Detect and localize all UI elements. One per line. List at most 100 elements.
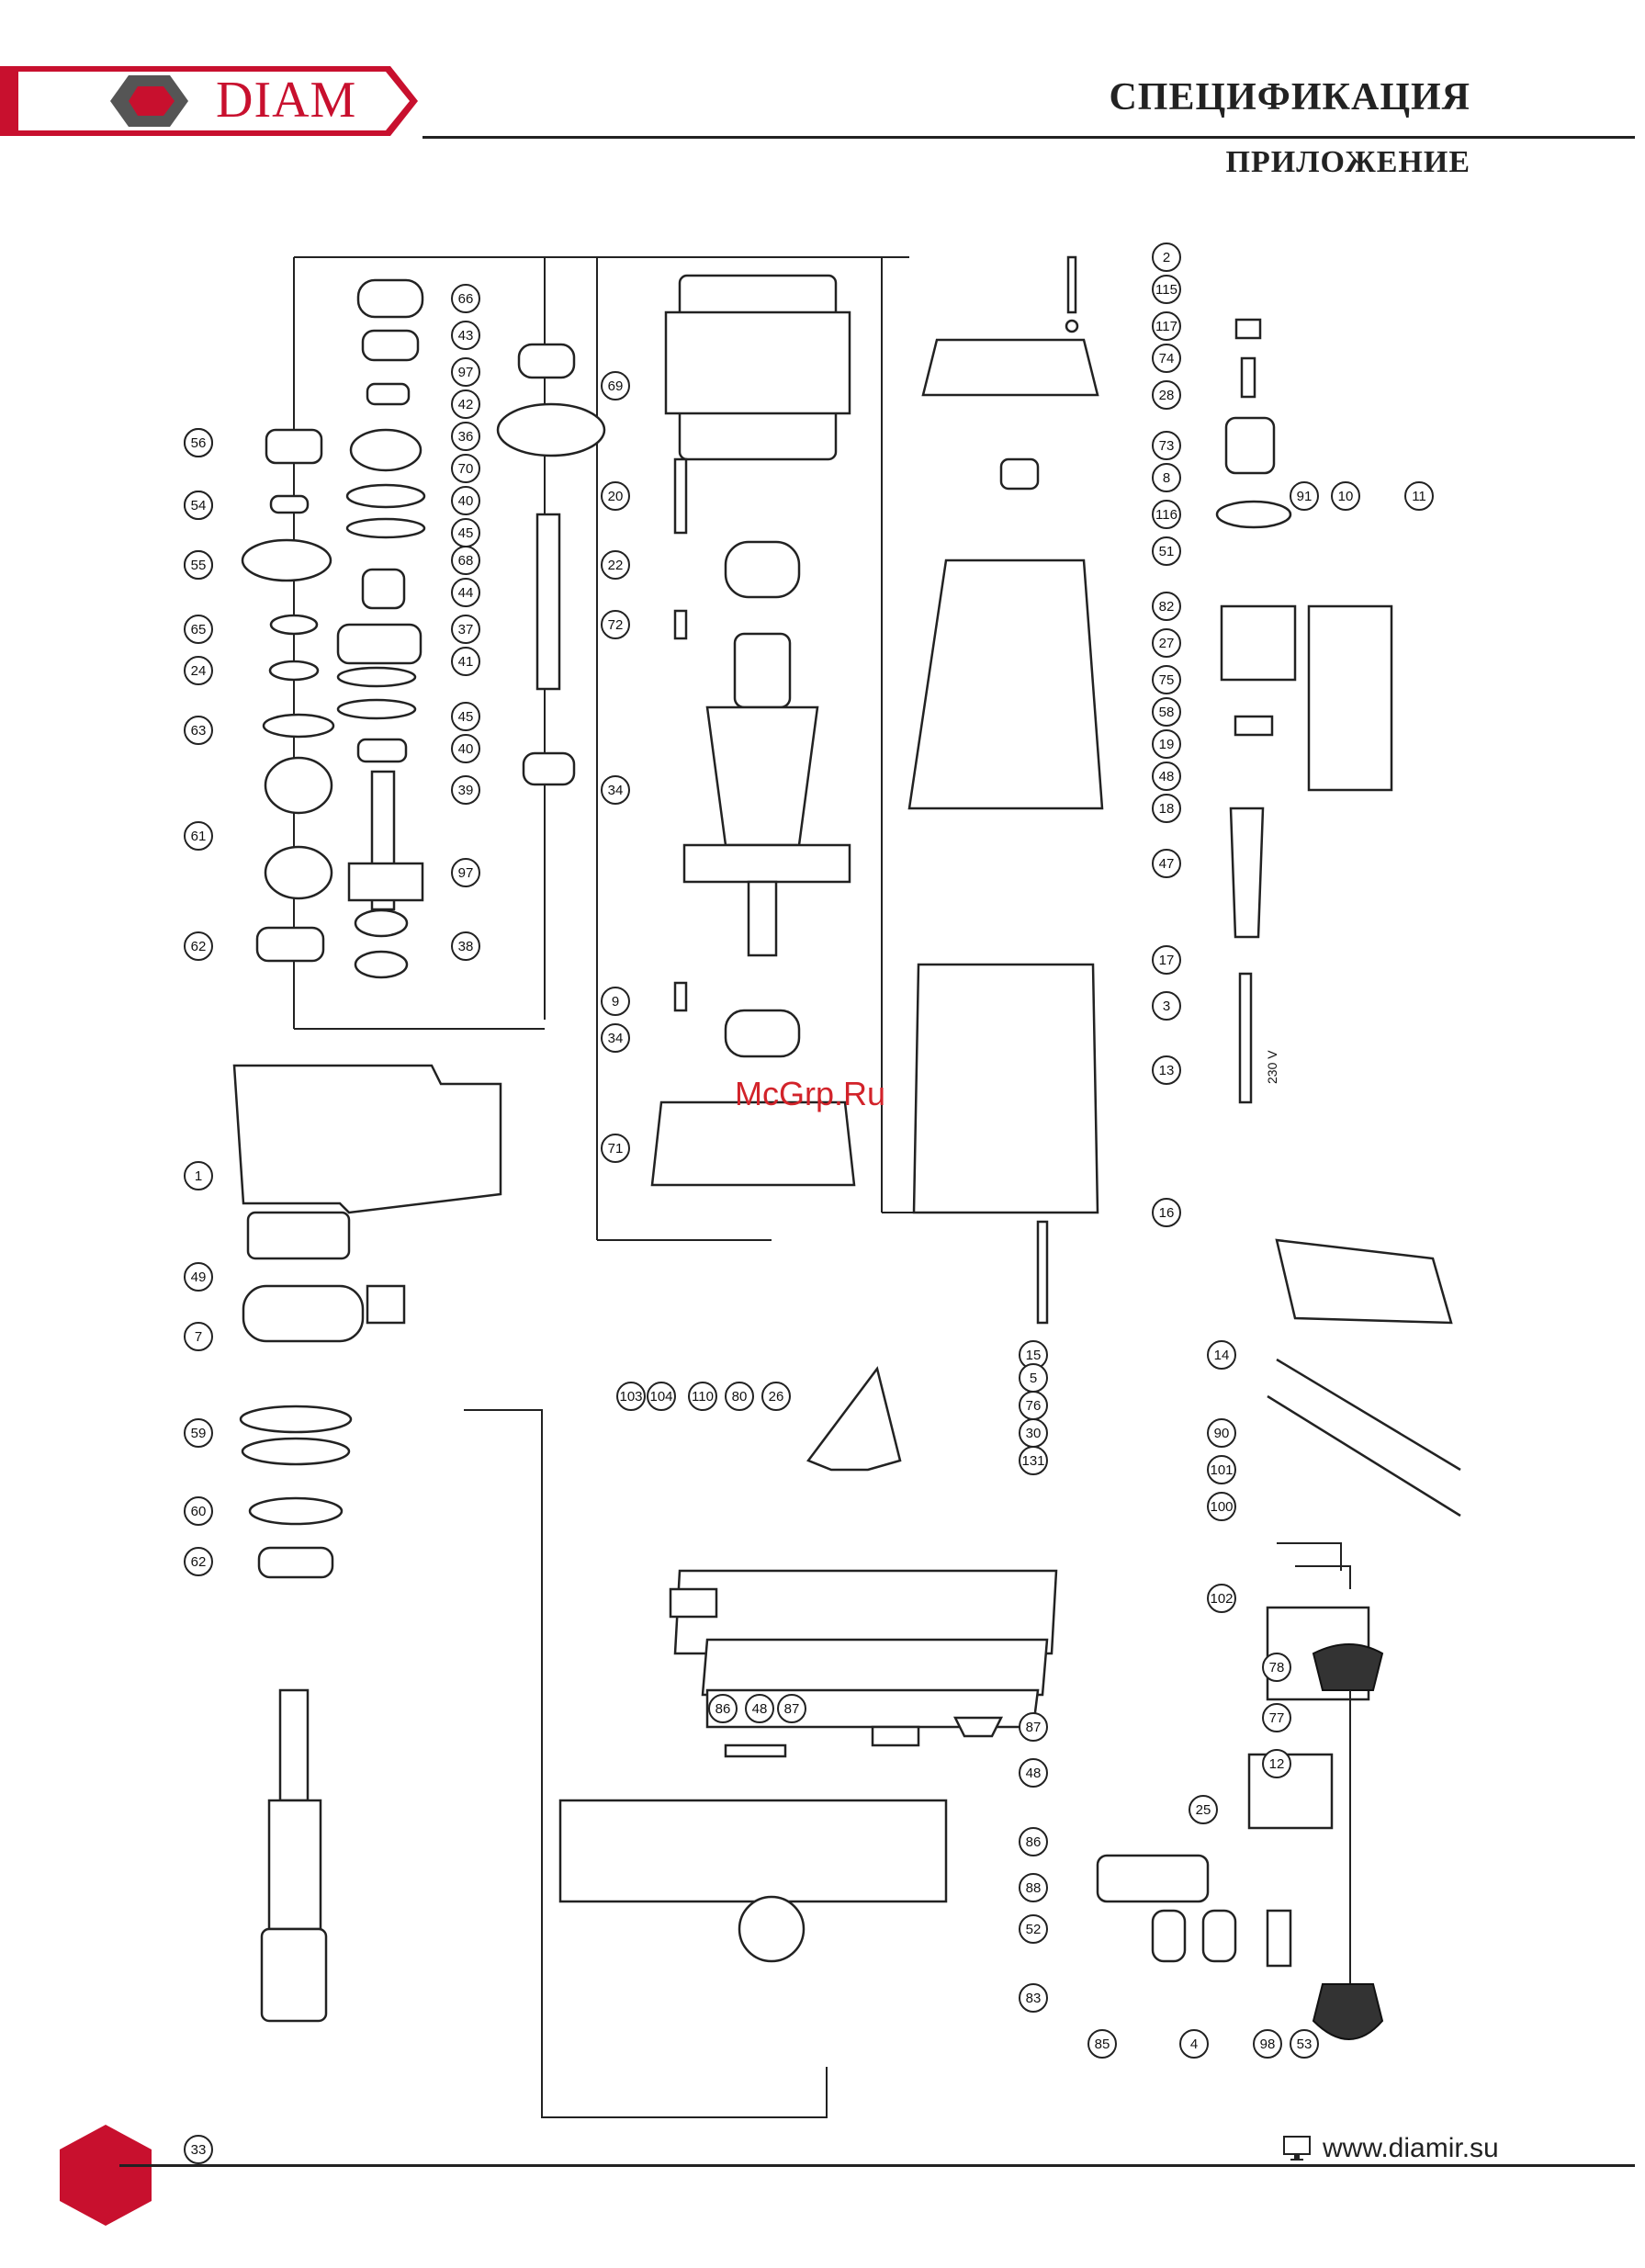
callout-circle <box>1152 431 1181 460</box>
callout-label: 1 <box>195 1168 202 1184</box>
callout-label: 49 <box>191 1269 207 1285</box>
callout-label: 27 <box>1159 636 1175 651</box>
callout-label: 117 <box>1155 319 1177 334</box>
callout-circle <box>184 428 213 457</box>
callout-label: 15 <box>1026 1348 1042 1363</box>
page-header: DIAM СПЕЦИФИКАЦИЯ ПРИЛОЖЕНИЕ <box>0 0 1645 202</box>
callout-label: 14 <box>1214 1348 1230 1363</box>
callout-label: 53 <box>1297 2037 1313 2052</box>
callout-circle <box>761 1382 791 1411</box>
callout-circle <box>1019 1827 1048 1856</box>
callout-circle <box>451 357 480 387</box>
callout-circle <box>1152 697 1181 727</box>
callout-label: 116 <box>1155 507 1177 523</box>
callout-label: 65 <box>191 622 207 638</box>
callout-label: 62 <box>191 939 207 954</box>
callout-label: 44 <box>458 585 474 601</box>
callout-circle <box>1152 1055 1181 1085</box>
callout-label: 38 <box>458 939 474 954</box>
callout-label: 36 <box>458 429 474 445</box>
callout-circle <box>1152 665 1181 694</box>
callout-label: 48 <box>752 1701 768 1717</box>
callout-circle <box>1152 762 1181 791</box>
callout-label: 48 <box>1159 769 1175 784</box>
callout-circle <box>1019 1983 1048 2013</box>
callout-circle <box>601 775 630 805</box>
callout-circle <box>1152 794 1181 823</box>
callout-circle <box>1207 1418 1236 1448</box>
callout-label: 100 <box>1210 1499 1233 1515</box>
callout-circle <box>184 1418 213 1448</box>
callout-label: 55 <box>191 558 207 573</box>
callout-circle <box>184 491 213 520</box>
callout-label: 87 <box>784 1701 800 1717</box>
callout-circle <box>451 702 480 731</box>
callout-circle <box>451 858 480 887</box>
footer-url[interactable]: www.diamir.su <box>1323 2133 1499 2163</box>
callout-label: 47 <box>1159 856 1175 872</box>
monitor-icon <box>1283 2136 1311 2161</box>
callout-circle <box>1019 1873 1048 1902</box>
callout-circle <box>1262 1749 1291 1778</box>
callout-circle <box>601 371 630 401</box>
callout-circle <box>708 1694 738 1723</box>
gearbox-housing <box>232 1064 502 2023</box>
header-rule <box>423 136 1635 139</box>
callout-circle <box>1207 1340 1236 1370</box>
motor-housing <box>907 255 1461 1701</box>
callout-label: 54 <box>191 498 207 513</box>
brand-logo <box>0 66 418 136</box>
base-assembly <box>558 1366 1384 2040</box>
callout-label: 13 <box>1159 1063 1175 1078</box>
callout-circle <box>1152 1198 1181 1227</box>
callout-label: 11 <box>1412 489 1426 504</box>
callout-label: 91 <box>1297 489 1313 504</box>
callout-label: 56 <box>191 435 207 451</box>
callout-label: 3 <box>1163 999 1170 1014</box>
callout-label: 58 <box>1159 705 1175 720</box>
cable-voltage-label: 230 V <box>1265 1050 1279 1084</box>
callout-label: 83 <box>1026 1991 1042 2006</box>
callout-circle <box>451 615 480 644</box>
callout-circle <box>601 481 630 511</box>
callout-circle <box>451 734 480 763</box>
callout-label: 102 <box>1210 1591 1233 1607</box>
callout-label: 86 <box>1026 1834 1042 1850</box>
callout-label: 63 <box>191 723 207 739</box>
callout-label: 61 <box>191 829 207 844</box>
page-title: СПЕЦИФИКАЦИЯ <box>1109 76 1470 118</box>
callout-circle <box>1179 2029 1209 2059</box>
callout-label: 4 <box>1190 2037 1198 2052</box>
callout-label: 98 <box>1260 2037 1276 2052</box>
callout-circle <box>184 615 213 644</box>
callout-circle <box>184 656 213 685</box>
callout-label: 8 <box>1163 470 1170 486</box>
callout-label: 24 <box>191 663 207 679</box>
callout-circle <box>1331 481 1360 511</box>
callout-circle <box>184 1161 213 1190</box>
callout-label: 25 <box>1196 1802 1211 1818</box>
callout-label: 2 <box>1163 250 1170 265</box>
callout-label: 85 <box>1095 2037 1110 2052</box>
callout-label: 71 <box>608 1141 624 1157</box>
callout-circle <box>1152 463 1181 492</box>
callout-label: 86 <box>715 1701 731 1717</box>
gear-shaft-stack <box>336 278 606 979</box>
callout-label: 26 <box>769 1389 784 1405</box>
callout-label: 9 <box>612 994 619 1010</box>
callout-label: 97 <box>458 365 474 380</box>
callout-label: 101 <box>1210 1462 1233 1478</box>
callout-label: 68 <box>458 553 474 569</box>
callout-circle <box>1152 311 1181 341</box>
callout-label: 75 <box>1159 672 1175 688</box>
callout-circle <box>1152 536 1181 566</box>
callout-label: 40 <box>458 493 474 509</box>
callout-circle <box>1152 592 1181 621</box>
callout-circle <box>1189 1795 1218 1824</box>
callout-label: 45 <box>458 525 474 541</box>
page-subtitle: ПРИЛОЖЕНИЕ <box>1225 145 1470 179</box>
callout-circle <box>601 550 630 580</box>
brand-name: DIAM <box>216 72 357 129</box>
callout-label: 20 <box>608 489 624 504</box>
callout-label: 37 <box>458 622 474 638</box>
